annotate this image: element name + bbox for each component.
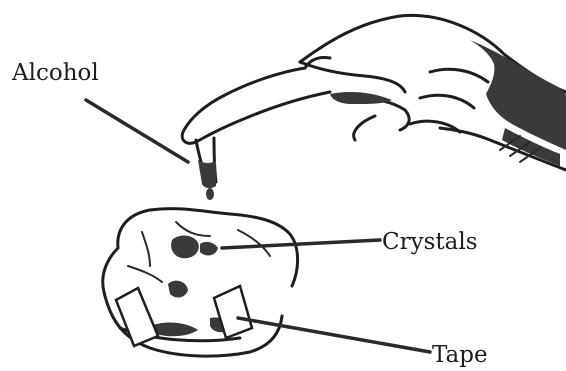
tape-left (116, 288, 158, 346)
dropper-icon (182, 57, 330, 200)
alcohol-label: Alcohol (11, 60, 99, 86)
crystals-leader (222, 240, 380, 248)
alcohol-leader (86, 100, 188, 162)
crystals-label: Crystals (382, 229, 478, 255)
tape-label: Tape (432, 342, 488, 368)
hand-icon (300, 15, 566, 170)
tape-leader (238, 318, 430, 352)
